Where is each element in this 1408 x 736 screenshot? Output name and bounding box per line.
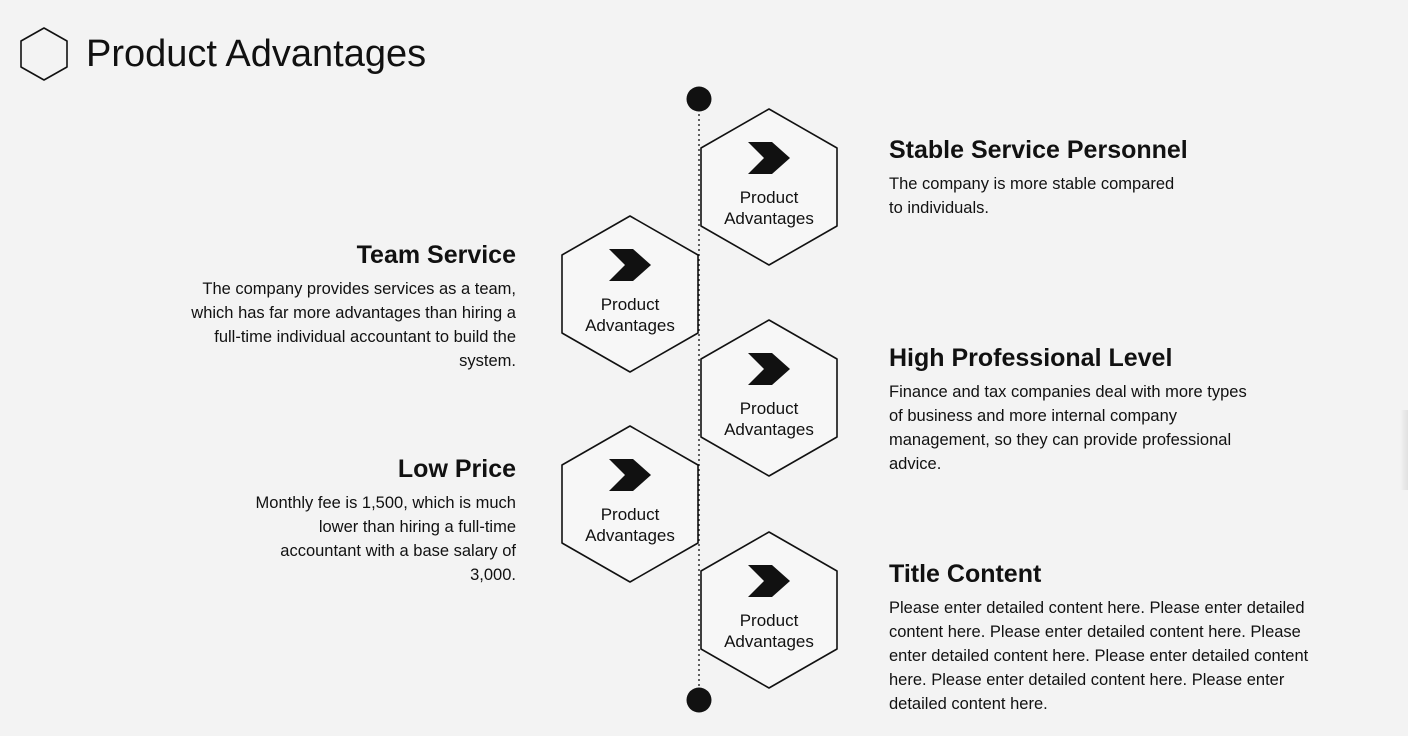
hexagon-shape [561,425,699,583]
hexagon-node-3: Product Advantages [698,318,840,478]
advantage-title: Team Service [356,241,516,269]
advantage-description: Monthly fee is 1,500, which is much lowe… [255,494,516,584]
hexagon-label: Product Advantages [724,611,814,651]
hexagon-label: Product Advantages [585,295,675,335]
advantage-title: Title Content [889,560,1042,588]
hexagon-node-1: Product Advantages [698,107,840,267]
hexagon-node-2: Product Advantages [559,214,701,374]
hexagon-node-4: Product Advantages [559,424,701,584]
hexagon-outline-icon [20,27,68,81]
hexagon-label: Product Advantages [724,188,814,228]
advantage-card-title-content: Title Content Please enter detailed cont… [889,558,1319,716]
advantage-title: Stable Service Personnel [889,136,1188,164]
arrow-right-icon [748,353,790,385]
advantage-description: Please enter detailed content here. Plea… [889,599,1309,713]
advantage-description: The company provides services as a team,… [191,280,516,370]
advantage-description: Finance and tax companies deal with more… [889,383,1247,473]
page-title: Product Advantages [86,33,427,75]
hexagon-shape [700,531,838,689]
timeline-end-dot [686,687,712,713]
arrow-right-icon [609,459,651,491]
arrow-right-icon [748,565,790,597]
edge-shadow [1400,410,1408,490]
advantage-title: High Professional Level [889,344,1173,372]
hexagon-node-5: Product Advantages [698,530,840,690]
advantage-card-low-price: Low Price Monthly fee is 1,500, which is… [236,453,516,587]
hexagon-shape [561,215,699,373]
arrow-right-icon [609,249,651,281]
hexagon-shape [700,108,838,266]
advantage-title: Low Price [397,455,516,483]
advantage-card-high-professional: High Professional Level Finance and tax … [889,342,1259,476]
arrow-right-icon [748,142,790,174]
advantage-description: The company is more stable compared to i… [889,175,1175,217]
advantage-card-stable-service: Stable Service Personnel The company is … [889,134,1188,220]
hexagon-label: Product Advantages [724,399,814,439]
hexagon-shape [700,319,838,477]
hexagon-label: Product Advantages [585,505,675,545]
advantage-card-team-service: Team Service The company provides servic… [166,239,516,373]
